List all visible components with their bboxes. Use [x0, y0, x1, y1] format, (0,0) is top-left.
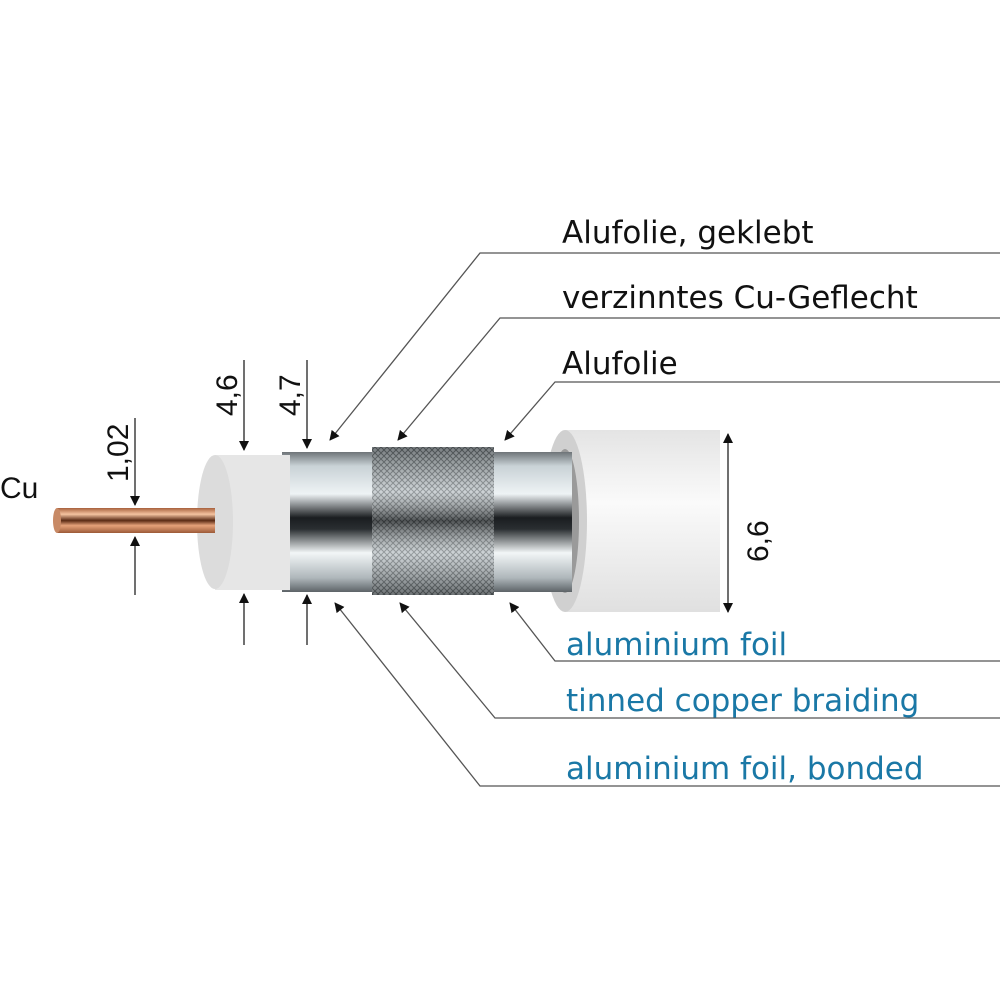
dim-foil: 4,7: [274, 374, 307, 416]
dim-outer: 6,6: [742, 520, 775, 562]
leader-lines: [329, 252, 1000, 787]
dimension-lines: [130, 360, 733, 645]
material-label: Cu: [0, 472, 38, 505]
label-en-foil: aluminium foil: [566, 627, 787, 663]
copper-conductor: [53, 508, 215, 533]
dim-dielectric: 4,6: [211, 374, 244, 416]
label-en-bonded-foil: aluminium foil, bonded: [566, 751, 924, 787]
label-de-braiding: verzinntes Cu-Geflecht: [562, 280, 918, 316]
copper-braiding: [372, 447, 494, 595]
label-de-bonded-foil: Alufolie, geklebt: [562, 215, 814, 251]
label-de-foil: Alufolie: [562, 346, 678, 382]
label-en-braiding: tinned copper braiding: [566, 683, 919, 719]
dim-conductor: 1,02: [102, 424, 135, 482]
